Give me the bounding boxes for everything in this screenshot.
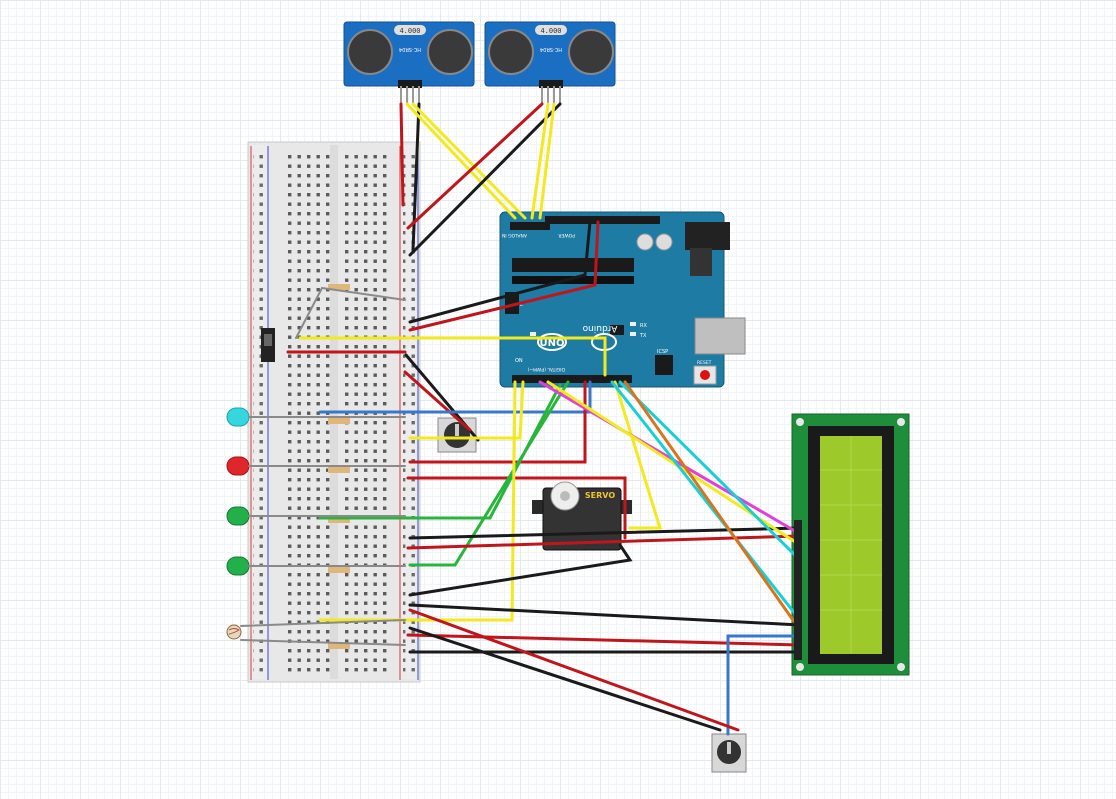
led-green-icon — [226, 506, 250, 526]
led-red-icon — [226, 456, 250, 476]
servo-label: SERVO — [585, 491, 615, 500]
slide-switch-icon — [261, 328, 275, 362]
l-label: L — [520, 302, 523, 308]
ultrasonic-sensor-2: 4.000 HC-SR04 — [484, 21, 616, 104]
rx-label: RX — [640, 323, 647, 329]
tx-label: TX — [639, 333, 647, 339]
analog-in-label: ANALOG IN — [502, 232, 527, 238]
sensor-2-model: HC-SR04 — [540, 46, 562, 52]
on-label: ON — [515, 358, 523, 364]
digital-label: DIGITAL (PWM~) — [527, 366, 565, 372]
lcd-pin-header — [794, 520, 802, 660]
potentiometer-icon — [437, 417, 477, 453]
photoresistor-icon — [226, 624, 242, 640]
sensor-1-model: HC-SR04 — [399, 46, 421, 52]
sensor-1-crystal: 4.000 — [399, 27, 420, 35]
servo-motor-icon: SERVO — [532, 481, 632, 551]
arduino-board-icon: UNO Arduino ANALOG IN POWER DIGITAL (PWM… — [499, 211, 746, 388]
icsp-label: ICSP — [657, 349, 668, 355]
potentiometer-2-icon — [711, 733, 747, 773]
power-label: POWER — [558, 232, 575, 238]
lcd-display-icon — [791, 413, 910, 676]
led-cyan-icon — [226, 407, 250, 427]
reset-label: RESET — [697, 360, 712, 366]
sensor-2-crystal: 4.000 — [540, 27, 561, 35]
arduino-logo: UNO — [540, 338, 565, 349]
resistor-group — [328, 284, 350, 649]
ultrasonic-sensor-1: 4.000 HC-SR04 — [343, 21, 475, 104]
arduino-brand: Arduino — [582, 323, 617, 333]
wires — [240, 102, 802, 736]
led-green-2-icon — [226, 556, 250, 576]
